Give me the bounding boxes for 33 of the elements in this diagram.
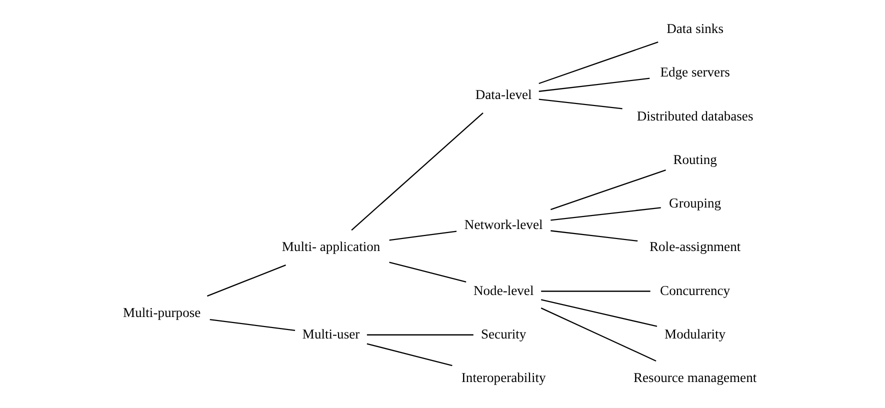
node-text: Data sinks — [666, 21, 723, 36]
connector — [388, 230, 456, 241]
node-text: Distributed databases — [636, 108, 753, 124]
connector — [540, 308, 656, 362]
connector — [538, 98, 622, 110]
connector — [550, 207, 660, 221]
connector — [206, 264, 286, 297]
node-text: Data-level — [474, 87, 532, 102]
connector — [366, 343, 452, 366]
node-text: Edge servers — [660, 64, 730, 80]
node-text: Concurrency — [660, 282, 730, 298]
connector — [550, 170, 666, 210]
node-text: Node-level — [472, 282, 534, 298]
node-text: Multi- application — [281, 239, 380, 254]
connector — [209, 318, 295, 331]
connector — [388, 262, 466, 282]
node-text: Security — [480, 326, 526, 342]
node-text: Multi-purpose — [122, 305, 200, 320]
node-text: Interoperability — [460, 370, 546, 386]
connector — [550, 230, 638, 242]
node-text: Multi-user — [302, 326, 360, 342]
node-text: Role-assignment — [648, 239, 740, 254]
connector — [366, 334, 473, 336]
node-text: Network-level — [464, 216, 542, 232]
connector — [538, 78, 650, 92]
node-text: Modularity — [664, 326, 726, 342]
node-text: Routing — [672, 152, 716, 167]
connector — [350, 112, 483, 231]
node-text: Resource management — [632, 370, 756, 386]
connector — [540, 299, 657, 327]
node-text: Grouping — [668, 196, 721, 211]
connector — [538, 41, 658, 84]
connector — [540, 290, 650, 292]
